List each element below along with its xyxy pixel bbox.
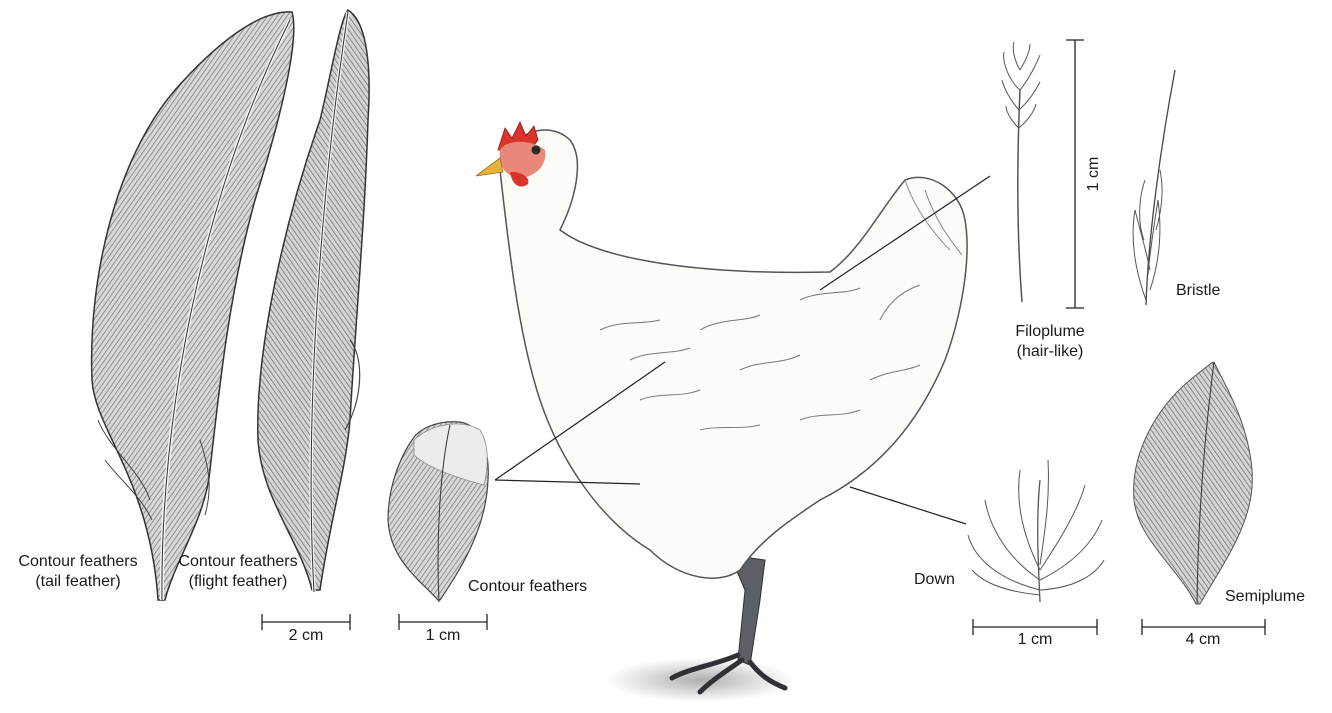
scale-label-contour: 1 cm (426, 626, 461, 646)
tail-feather-illustration (92, 12, 294, 600)
label-down: Down (914, 570, 955, 590)
label-semiplume: Semiplume (1225, 587, 1305, 607)
label-tail-feather-line1: Contour feathers (18, 552, 137, 572)
scale-label-flight: 2 cm (289, 626, 324, 646)
scale-label-semiplume: 4 cm (1186, 630, 1221, 650)
label-tail-feather-line2: (tail feather) (18, 572, 137, 592)
hen-illustration (476, 122, 967, 702)
label-flight-feather-line2: (flight feather) (178, 572, 297, 592)
scale-label-down: 1 cm (1018, 630, 1053, 650)
body-contour-feather-illustration (388, 422, 488, 602)
label-flight-feather: Contour feathers (flight feather) (178, 552, 297, 592)
label-contour-feathers: Contour feathers (468, 577, 587, 597)
label-filoplume-line1: Filoplume (1015, 322, 1084, 342)
filoplume-illustration (1002, 42, 1040, 302)
leader-line-down (850, 487, 966, 524)
label-filoplume-line2: (hair-like) (1015, 342, 1084, 362)
label-flight-feather-line1: Contour feathers (178, 552, 297, 572)
scale-label-filoplume: 1 cm (1085, 157, 1102, 192)
label-tail-feather: Contour feathers (tail feather) (18, 552, 137, 592)
label-bristle: Bristle (1176, 281, 1220, 301)
bristle-illustration (1133, 70, 1175, 305)
down-feather-illustration (968, 460, 1104, 602)
semiplume-illustration (1134, 362, 1253, 604)
scale-bar-filoplume (1066, 40, 1084, 308)
label-filoplume: Filoplume (hair-like) (1015, 322, 1084, 362)
